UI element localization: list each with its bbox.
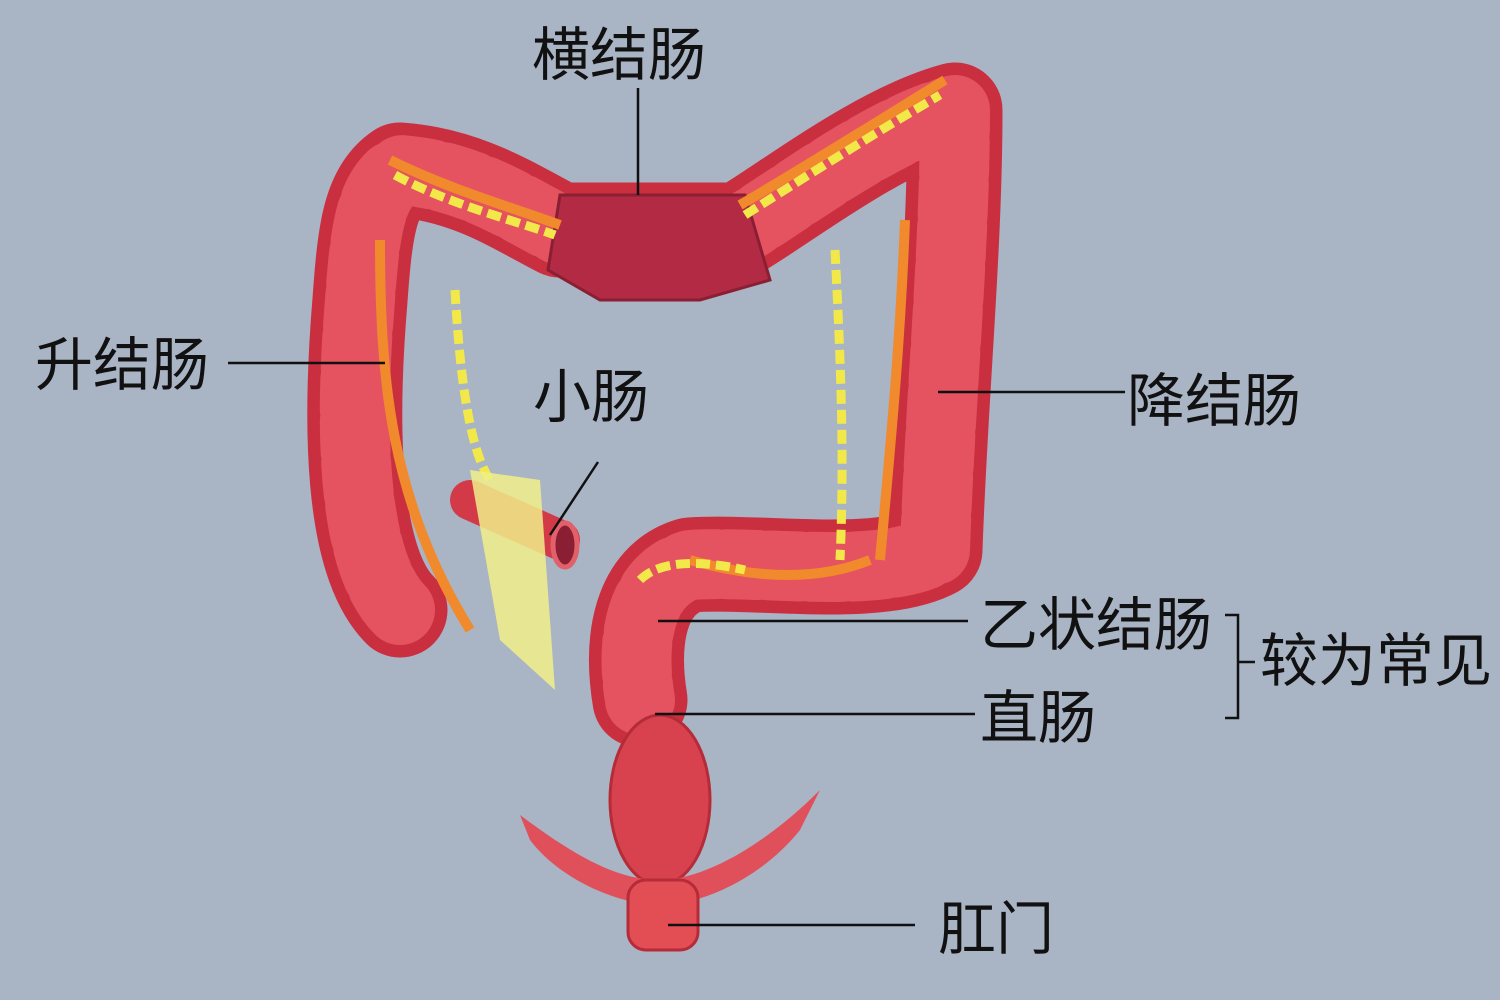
- rectum: [608, 713, 712, 887]
- anal-canal: [626, 878, 700, 952]
- label-rectum: 直肠: [980, 684, 1097, 752]
- levator-muscle: [520, 790, 820, 905]
- vessel-strip: [375, 75, 948, 633]
- label-small-intestine: 小肠: [533, 363, 650, 431]
- fat-strip: [392, 91, 943, 584]
- label-descending-colon: 降结肠: [1127, 367, 1302, 435]
- transverse-cut-section: [546, 193, 772, 302]
- leader-lines: [228, 88, 1255, 927]
- label-transverse-colon: 横结肠: [532, 21, 707, 89]
- leader-small-intestine: [548, 461, 600, 536]
- label-ascending-colon: 升结肠: [35, 331, 210, 399]
- label-anus: 肛门: [938, 895, 1055, 963]
- colon-haustra: [319, 75, 990, 735]
- label-sigmoid-colon: 乙状结肠: [980, 591, 1213, 659]
- appendix-mesentery: [470, 470, 555, 690]
- label-more-common: 较为常见: [1260, 627, 1493, 695]
- bracket: [1225, 613, 1255, 720]
- small-intestine-opening: [550, 520, 580, 570]
